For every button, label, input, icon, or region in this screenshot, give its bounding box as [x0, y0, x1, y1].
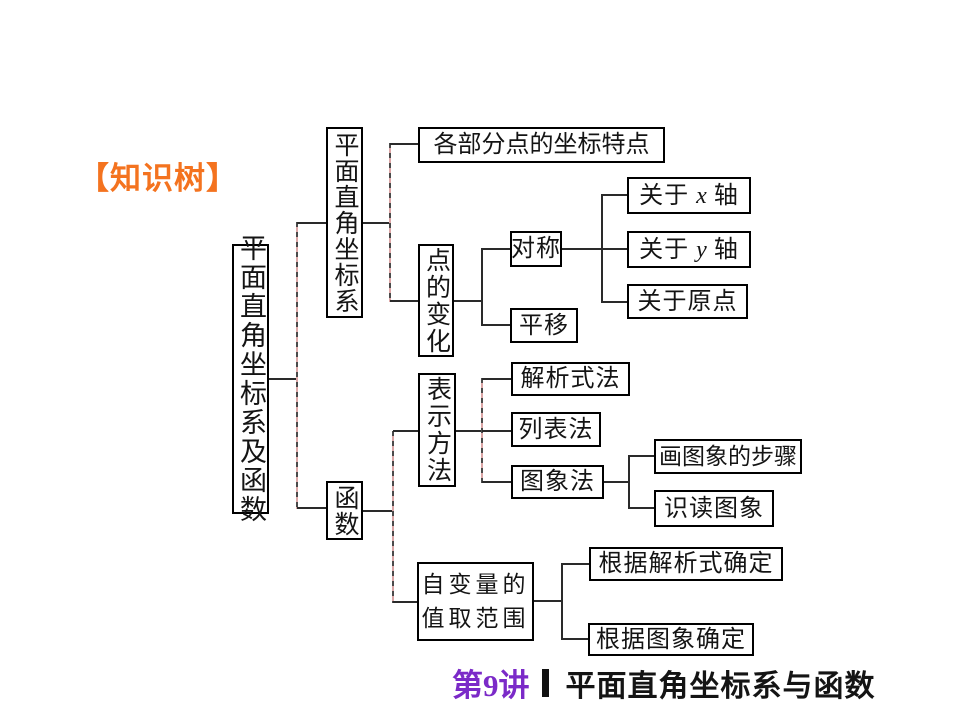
connector-to-point-change: [390, 300, 418, 302]
connector-to-graph-steps: [629, 455, 654, 457]
node-graph-method: 图象法: [511, 465, 604, 499]
node-about-origin: 关于原点: [627, 284, 748, 319]
node-function: 函数: [326, 481, 363, 540]
connector-pointchange-stub: [454, 300, 482, 302]
connector-to-symmetry: [482, 248, 510, 250]
about-x-prefix: 关于: [639, 182, 690, 209]
connector-to-graph-method: [482, 481, 511, 483]
connector-coordsys-vertical: [389, 143, 391, 302]
connector-to-domain: [393, 601, 417, 603]
connector-coordsys-stub: [363, 222, 390, 224]
connector-domain-stub: [534, 600, 562, 602]
connector-to-about-x: [602, 194, 627, 196]
knowledge-tree-heading: 【知识树】: [78, 161, 238, 196]
node-by-graph: 根据图象确定: [588, 623, 754, 656]
connector-to-translation: [482, 324, 510, 326]
footer-lecture-number: 第9讲: [452, 668, 530, 703]
footer-separator-bar: [541, 668, 549, 697]
node-about-y-axis: 关于 y 轴: [627, 231, 751, 268]
domain-line2: 值取范围: [421, 605, 530, 631]
connector-to-table: [482, 430, 511, 432]
node-table-method: 列表法: [511, 412, 601, 447]
about-y-prefix: 关于: [639, 236, 690, 263]
connector-graphmethod-vertical: [628, 455, 630, 509]
footer-title: 平面直角坐标系与函数: [565, 669, 876, 703]
connector-to-about-y: [602, 248, 627, 250]
node-graph-reading: 识读图象: [654, 490, 774, 527]
node-point-change: 点的变化: [418, 244, 454, 357]
connector-graphmethod-stub: [604, 481, 629, 483]
connector-to-function: [297, 507, 326, 509]
connector-to-representation: [393, 430, 418, 432]
node-domain: 自变量的 值取范围: [417, 562, 534, 641]
node-translation: 平移: [510, 308, 578, 343]
connector-to-parts-feature: [390, 143, 418, 145]
connector-to-coordinate-system: [297, 222, 326, 224]
connector-to-graph-reading: [629, 507, 654, 509]
node-representation: 表示方法: [418, 373, 456, 487]
connector-representation-stub: [456, 430, 482, 432]
node-about-x-axis: 关于 x 轴: [627, 177, 751, 214]
node-by-analytic: 根据解析式确定: [589, 547, 783, 581]
domain-line1: 自变量的: [421, 572, 530, 598]
connector-to-by-graph: [562, 638, 588, 640]
node-analytic-method: 解析式法: [511, 362, 630, 396]
connector-root-vertical: [296, 222, 298, 509]
connector-pointchange-vertical: [481, 248, 483, 326]
node-parts-feature: 各部分点的坐标特点: [418, 127, 665, 163]
connector-function-stub: [363, 510, 393, 512]
connector-to-about-origin: [602, 301, 627, 303]
about-y-suffix: 轴: [713, 236, 739, 263]
about-x-variable: x: [696, 182, 707, 209]
about-x-suffix: 轴: [713, 182, 739, 209]
connector-to-by-analytic: [562, 563, 589, 565]
footer: 第9讲 平面直角坐标系与函数: [452, 660, 876, 705]
connector-to-analytic: [482, 378, 511, 380]
connector-symmetry-stub: [562, 248, 602, 250]
connector-root-stub: [269, 378, 297, 380]
node-symmetry: 对称: [510, 231, 562, 267]
connector-function-vertical: [392, 431, 394, 603]
about-y-variable: y: [696, 236, 707, 263]
connector-domain-vertical: [561, 563, 563, 640]
node-graph-steps: 画图象的步骤: [654, 439, 802, 474]
node-coordinate-system: 平面直角坐标系: [326, 127, 363, 318]
node-root: 平面直角坐标系及函数: [232, 234, 269, 524]
